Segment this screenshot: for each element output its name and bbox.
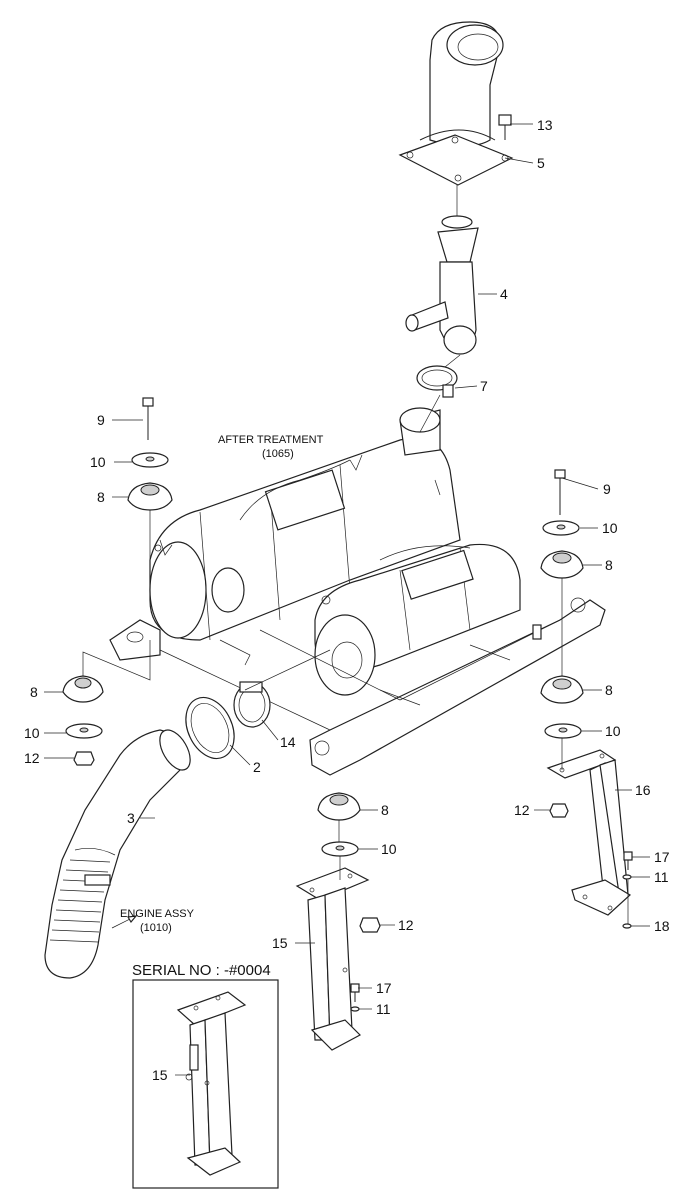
callout-18: 18 — [654, 918, 670, 934]
callout-2: 2 — [253, 759, 261, 775]
callout-8-center: 8 — [381, 802, 389, 818]
callout-10-left-upper: 10 — [90, 454, 106, 470]
clamp-14 — [233, 681, 271, 728]
callout-11-right: 11 — [654, 869, 669, 885]
gasket-2 — [185, 696, 235, 760]
callout-8-left-lower: 8 — [30, 684, 38, 700]
right-lower-mount — [540, 675, 584, 739]
callout-8-right-upper: 8 — [605, 557, 613, 573]
callout-14: 14 — [280, 734, 296, 750]
scr-canister — [314, 543, 521, 696]
callout-7: 7 — [480, 378, 488, 394]
flex-pipe-3 — [44, 729, 191, 979]
callout-4: 4 — [500, 286, 508, 302]
callout-13: 13 — [537, 117, 553, 133]
after-treatment-unit — [149, 407, 461, 641]
serial-inset — [132, 979, 279, 1189]
callout-12-center: 12 — [398, 917, 414, 933]
callout-9-left: 9 — [97, 412, 105, 428]
callout-11-center: 11 — [376, 1001, 391, 1017]
callout-17-center: 17 — [376, 980, 392, 996]
callout-numbers: 13 5 4 7 9 10 8 8 10 12 9 10 8 8 10 12 1… — [24, 117, 670, 1083]
captions: AFTER TREATMENT (1065) ENGINE ASSY (1010… — [120, 434, 324, 979]
callout-8-right-lower: 8 — [605, 682, 613, 698]
callout-10-left-lower: 10 — [24, 725, 40, 741]
right-upper-mount — [540, 469, 584, 579]
callout-8-left-upper: 8 — [97, 489, 105, 505]
callout-15-inset: 15 — [152, 1067, 168, 1083]
engine-assy-ref: (1010) — [140, 922, 172, 934]
callout-16: 16 — [635, 782, 651, 798]
callout-10-right-upper: 10 — [602, 520, 618, 536]
left-upper-mount — [127, 397, 173, 511]
after-treatment-ref: (1065) — [262, 448, 294, 460]
bolt-13 — [498, 114, 512, 140]
stand-16 — [546, 749, 633, 929]
callout-10-center: 10 — [381, 841, 397, 857]
callout-17-right: 17 — [654, 849, 670, 865]
engine-assy-caption: ENGINE ASSY — [120, 908, 195, 920]
left-lower-mount — [62, 675, 104, 766]
clamp-7 — [416, 365, 458, 398]
callout-5: 5 — [537, 155, 545, 171]
stand-15 — [295, 867, 381, 1051]
callout-10-right-lower: 10 — [605, 723, 621, 739]
tail-pipe — [398, 21, 514, 186]
mounting-frame — [109, 597, 606, 776]
callout-9-right: 9 — [603, 481, 611, 497]
callout-15-center: 15 — [272, 935, 288, 951]
callout-12-right: 12 — [514, 802, 530, 818]
serial-caption: SERIAL NO : -#0004 — [132, 962, 271, 979]
leader-lines — [44, 123, 650, 1076]
after-treatment-caption: AFTER TREATMENT — [218, 434, 324, 446]
elbow-pipe — [405, 215, 479, 355]
callout-12-left: 12 — [24, 750, 40, 766]
callout-3: 3 — [127, 810, 135, 826]
